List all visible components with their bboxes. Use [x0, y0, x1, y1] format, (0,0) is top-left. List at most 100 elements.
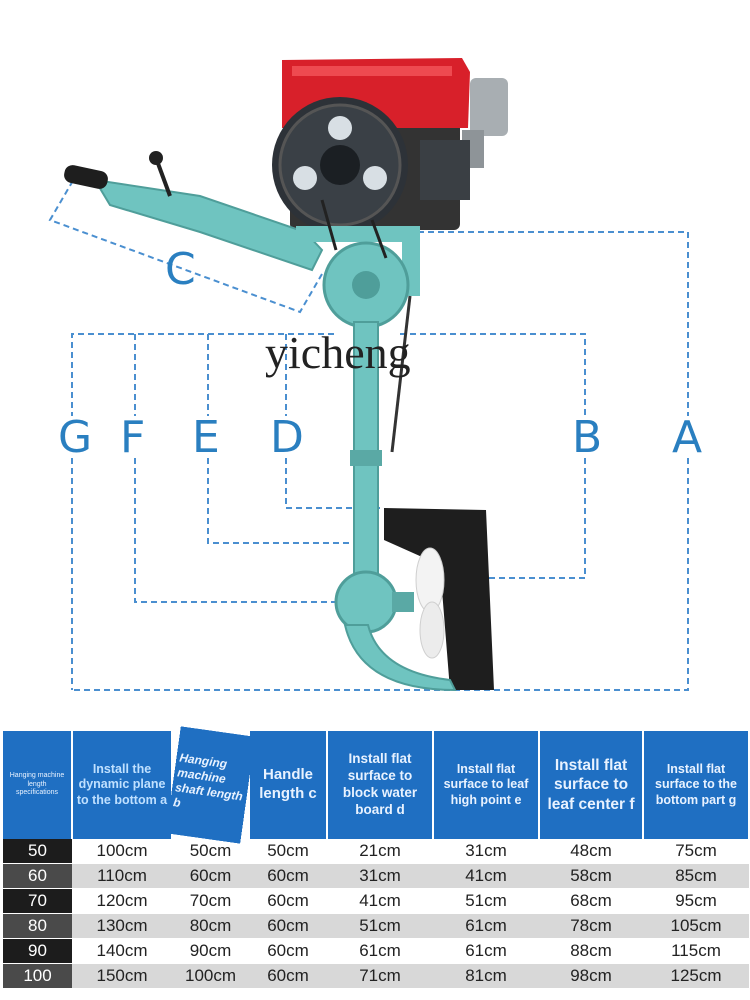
dimension-lines — [48, 171, 689, 691]
table-cell: 75cm — [643, 839, 749, 864]
table-cell: 21cm — [327, 839, 433, 864]
dimension-d-line — [285, 334, 380, 509]
table-cell: 70cm — [172, 888, 249, 914]
dimension-g-line — [71, 333, 334, 690]
dimension-b-line — [400, 333, 586, 579]
propeller-blade — [419, 601, 445, 659]
dimension-label-g: G — [58, 412, 92, 463]
table-row: 80 130cm 80cm 60cm 51cm 61cm 78cm 105cm — [3, 913, 749, 939]
propeller-shaft — [392, 592, 414, 612]
table-cell: 41cm — [433, 863, 539, 889]
table-cell: 98cm — [539, 963, 643, 989]
table-cell: 61cm — [433, 913, 539, 939]
table-cell: 110cm — [72, 863, 172, 889]
table-cell: 115cm — [643, 938, 749, 964]
table-cell: 60cm — [249, 913, 327, 939]
table-cell: 68cm — [539, 888, 643, 914]
header-a: Install the dynamic plane to the bottom … — [72, 731, 173, 839]
dimension-label-e: E — [192, 412, 220, 463]
table-cell: 61cm — [433, 938, 539, 964]
header-f: Install flat surface to leaf center f — [539, 731, 644, 839]
dimension-c-line — [48, 171, 323, 314]
table-cell: 61cm — [327, 938, 433, 964]
flywheel-hub — [320, 145, 360, 185]
spec-table: Hanging machine length specifications In… — [3, 726, 750, 989]
table-cell: 150cm — [72, 963, 172, 989]
throttle-knob — [149, 151, 163, 165]
table-cell: 60cm — [249, 963, 327, 989]
water-guard-plate — [384, 508, 494, 690]
spec-cell: 100 — [3, 963, 72, 989]
table-cell: 31cm — [433, 839, 539, 864]
table-cell: 105cm — [643, 913, 749, 939]
table-cell: 125cm — [643, 963, 749, 989]
tiller-arm — [93, 178, 324, 272]
mount-bracket — [296, 226, 418, 242]
table-cell: 88cm — [539, 938, 643, 964]
table-cell: 60cm — [249, 938, 327, 964]
table-cell: 41cm — [327, 888, 433, 914]
engine — [272, 58, 508, 233]
table-cell: 48cm — [539, 839, 643, 864]
table-cell: 95cm — [643, 888, 749, 914]
header-c: Handle length c — [249, 731, 328, 839]
spec-cell: 60 — [3, 863, 72, 889]
skeg — [343, 624, 457, 692]
flywheel-hole — [328, 116, 352, 140]
gear-housing-hub — [352, 271, 380, 299]
table-header-row: Hanging machine length specifications In… — [3, 726, 750, 844]
spec-cell: 80 — [3, 913, 72, 939]
table-cell: 50cm — [249, 839, 327, 864]
table-cell: 58cm — [539, 863, 643, 889]
lower-unit — [334, 508, 494, 692]
flywheel-hole — [293, 166, 317, 190]
header-spec: Hanging machine length specifications — [3, 731, 73, 839]
dimension-label-a: A — [672, 412, 702, 463]
gearbox — [334, 570, 398, 634]
engine-cover-highlight — [292, 66, 452, 76]
table-cell: 100cm — [172, 963, 249, 989]
table-row: 90 140cm 90cm 60cm 61cm 61cm 88cm 115cm — [3, 938, 749, 964]
table-row: 70 120cm 70cm 60cm 41cm 51cm 68cm 95cm — [3, 888, 749, 914]
tie-rod — [390, 295, 412, 453]
dimension-f-line — [134, 334, 335, 603]
spec-cell: 70 — [3, 888, 72, 914]
tiller-grip — [64, 165, 108, 189]
spec-cell: 90 — [3, 938, 72, 964]
dimension-label-f: F — [120, 412, 145, 463]
header-b: Hanging machine shaft length b — [164, 726, 257, 844]
drive-belt — [320, 199, 388, 259]
table-cell: 140cm — [72, 938, 172, 964]
table-cell: 71cm — [327, 963, 433, 989]
dimension-label-b: B — [572, 412, 602, 463]
table-row: 60 110cm 60cm 60cm 31cm 41cm 58cm 85cm — [3, 863, 749, 889]
table-cell: 51cm — [433, 888, 539, 914]
dimension-label-c: C — [165, 244, 196, 295]
table-cell: 51cm — [327, 913, 433, 939]
engine-side-block — [420, 140, 470, 200]
table-cell: 31cm — [327, 863, 433, 889]
table-cell: 100cm — [72, 839, 172, 864]
table-cell: 78cm — [539, 913, 643, 939]
table-cell: 60cm — [249, 863, 327, 889]
table-cell: 60cm — [249, 888, 327, 914]
spec-cell: 50 — [3, 839, 72, 864]
dimension-label-d: D — [270, 412, 304, 463]
header-g: Install flat surface to the bottom part … — [643, 731, 750, 839]
table-cell: 81cm — [433, 963, 539, 989]
table-cell: 85cm — [643, 863, 749, 889]
outboard-motor-diagram: C G F E D B A yicheng — [48, 58, 702, 692]
table-cell: 80cm — [172, 913, 249, 939]
header-e: Install flat surface to leaf high point … — [433, 731, 540, 839]
table-cell: 90cm — [172, 938, 249, 964]
air-filter — [470, 78, 508, 136]
header-d: Install flat surface to block water boar… — [327, 731, 434, 839]
dimension-e-line — [207, 334, 380, 544]
table-row: 50 100cm 50cm 50cm 21cm 31cm 48cm 75cm — [3, 839, 749, 864]
dimension-a-line — [72, 231, 689, 691]
table-row: 100 150cm 100cm 60cm 71cm 81cm 98cm 125c… — [3, 963, 749, 989]
table-cell: 130cm — [72, 913, 172, 939]
flywheel-hole — [363, 166, 387, 190]
table-cell: 120cm — [72, 888, 172, 914]
shaft-collar — [350, 450, 382, 466]
